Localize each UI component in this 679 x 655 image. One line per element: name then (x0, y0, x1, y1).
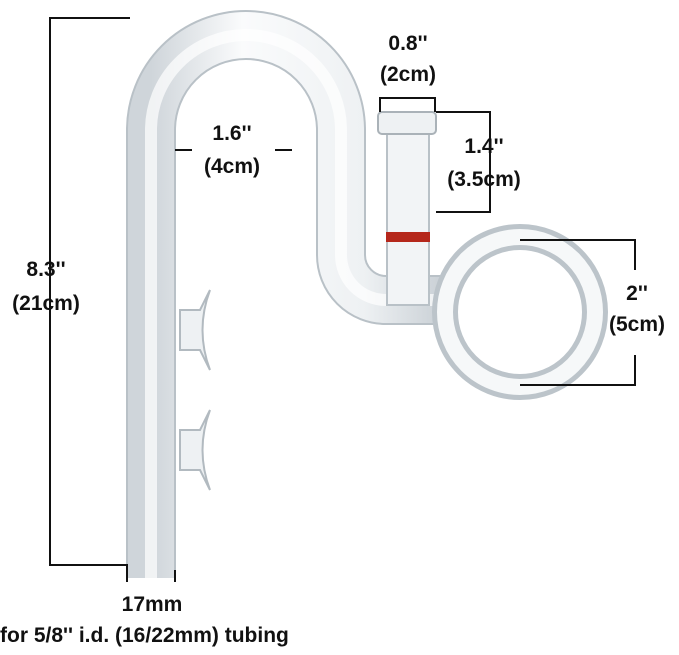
dimension-lines (49, 17, 636, 582)
loop-width-inch-label: 1.6'' (212, 122, 252, 145)
glass-pipe (126, 10, 455, 578)
skimmer-width-inch-label: 0.8'' (388, 32, 428, 55)
surface-skimmer-tube (377, 111, 437, 306)
tubing-caption: for 5/8'' i.d. (16/22mm) tubing (0, 624, 289, 647)
outflow-ring (432, 224, 608, 400)
red-band (386, 232, 430, 242)
skimmer-height-inch-label: 1.4'' (464, 135, 504, 158)
skimmer-height-cm-label: (3.5cm) (447, 168, 521, 191)
tube-diameter-label: 17mm (121, 593, 183, 616)
ring-inch-label: 2'' (626, 282, 648, 305)
height-cm-label: (21cm) (12, 292, 80, 315)
loop-width-cm-label: (4cm) (203, 155, 261, 178)
ring-cm-label: (5cm) (608, 313, 666, 336)
suction-cups (179, 289, 211, 491)
height-inch-label: 8.3'' (26, 258, 66, 281)
skimmer-width-cm-label: (2cm) (379, 63, 437, 86)
